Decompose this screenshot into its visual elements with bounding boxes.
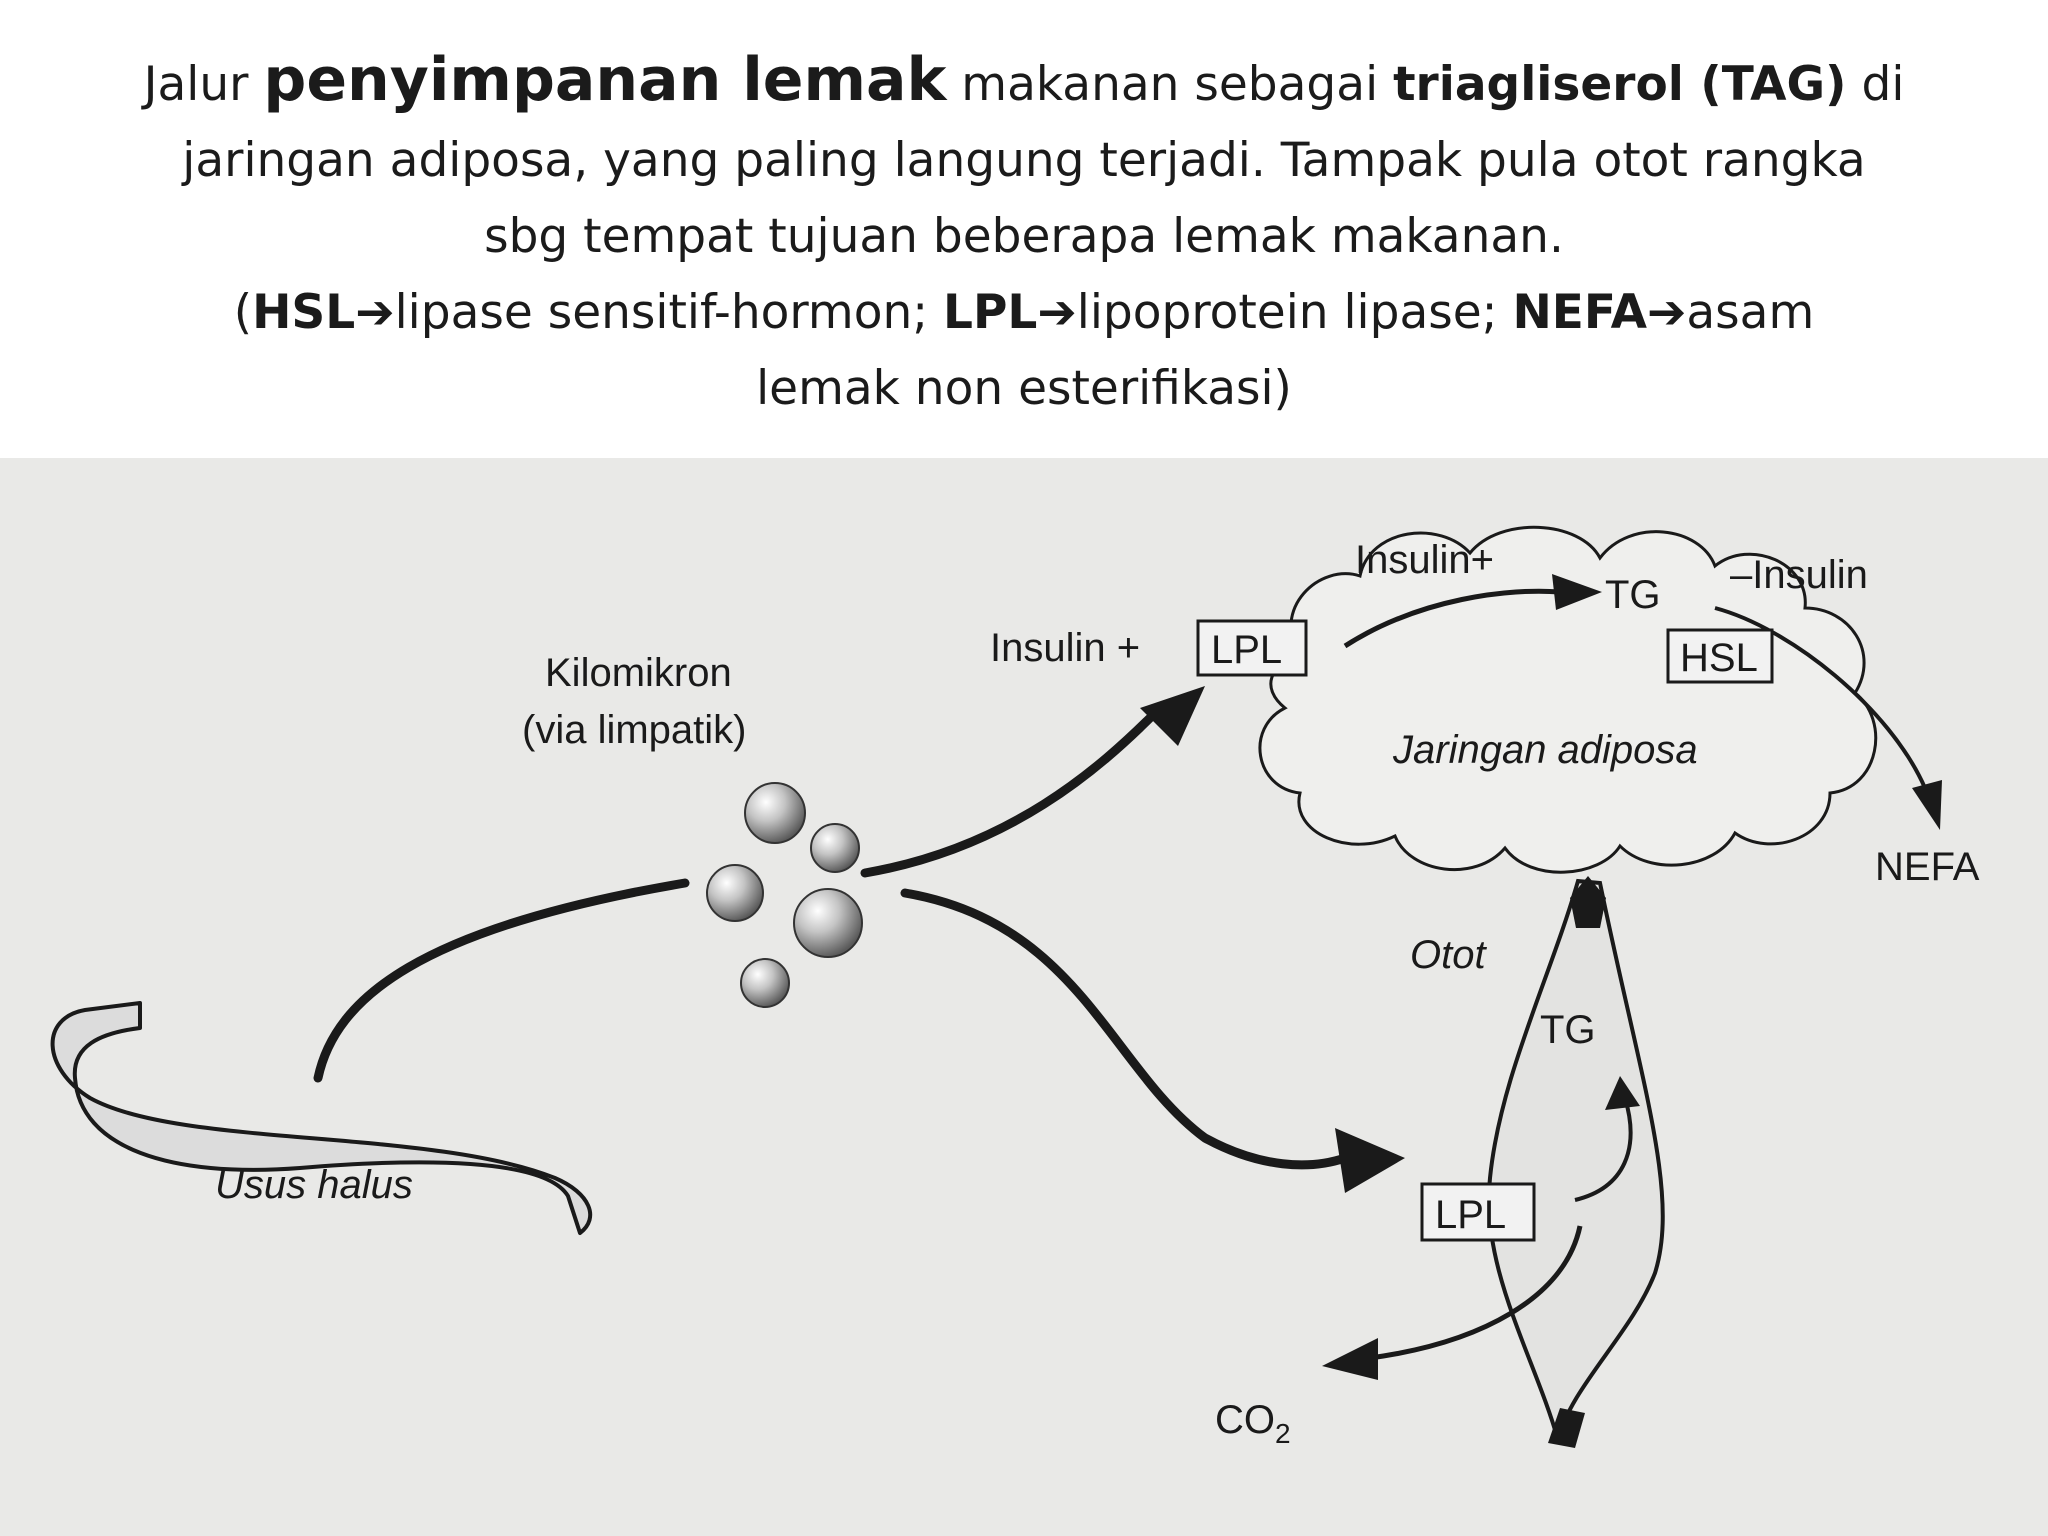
tg-to-nefa-arrowhead	[1912, 780, 1942, 830]
title-line-4: (HSL➔lipase sensitif-hormon; LPL➔lipopro…	[60, 275, 1988, 351]
insulin-plus-top-label: Insulin+	[1355, 538, 1494, 582]
hsl-label: HSL	[1680, 636, 1758, 680]
chylomicron-ball	[706, 864, 764, 922]
to-adipose-arrow-line	[860, 708, 1160, 878]
to-muscle-arrowhead	[1335, 1128, 1405, 1193]
adipose-tg-label: TG	[1605, 573, 1661, 617]
muscle-spindle	[1486, 878, 1665, 1441]
fat-storage-diagram: Insulin + LPL Insulin+ TG –Insulin HSL J…	[0, 458, 2048, 1536]
minus-insulin-label: –Insulin	[1730, 553, 1868, 597]
muscle-tg-label: TG	[1540, 1008, 1596, 1052]
title-line-3: sbg tempat tujuan beberapa lemak makanan…	[484, 209, 1564, 264]
abbr-nefa: NEFA	[1512, 285, 1647, 340]
title-text: lipase sensitif-hormon;	[394, 285, 944, 340]
chylomicron-ball	[744, 782, 806, 844]
chylomicron-ball	[810, 823, 860, 873]
title-line-2: jaringan adiposa, yang paling langung te…	[182, 133, 1866, 188]
co2-label: CO2	[1215, 1398, 1291, 1449]
co2-text: CO	[1215, 1398, 1275, 1442]
muscle-lpl-box	[1420, 1182, 1536, 1242]
hsl-box	[1666, 628, 1774, 684]
to-muscle-arrow-line	[900, 888, 1350, 1170]
arrow-icon: ➔	[1037, 285, 1077, 340]
adipose-lpl-box	[1196, 619, 1308, 677]
muscle-tendon-top	[1570, 876, 1606, 928]
intestine-shape	[50, 1001, 593, 1235]
insulin-plus-label: Insulin +	[990, 626, 1140, 670]
title-line-5: lemak non esterifikasi)	[756, 361, 1292, 416]
title-line-1: Jalur penyimpanan lemak makanan sebagai …	[60, 42, 1988, 123]
title-text: lipoprotein lipase;	[1076, 285, 1513, 340]
muscle-lpl-to-tg-line	[1574, 1097, 1633, 1202]
tg-to-nefa-line	[1714, 606, 1927, 789]
muscle-lpl-to-tg-arrowhead	[1605, 1076, 1640, 1110]
chylomicron-label: Kilomikron	[545, 651, 732, 695]
small-intestine-label: Usus halus	[215, 1163, 413, 1207]
to-adipose-arrowhead	[1140, 686, 1205, 746]
muscle-to-co2-line	[1369, 1225, 1583, 1361]
chylomicron-ball	[793, 888, 863, 958]
chylomicron-ball	[740, 958, 790, 1008]
title-text: makanan sebagai	[946, 57, 1394, 112]
intestine-to-chylomicron-arrow	[313, 878, 690, 1083]
muscle-to-co2-arrowhead	[1322, 1338, 1378, 1380]
title-text: di	[1846, 57, 1905, 112]
abbr-hsl: HSL	[252, 285, 356, 340]
co2-subscript: 2	[1275, 1418, 1291, 1449]
adipose-lpl-label: LPL	[1211, 628, 1282, 672]
title-text: (	[233, 285, 253, 340]
abbr-lpl: LPL	[943, 285, 1038, 340]
slide-title: Jalur penyimpanan lemak makanan sebagai …	[60, 42, 1988, 427]
muscle-tendon-bottom	[1548, 1408, 1585, 1448]
lpl-to-tg-arrowhead	[1552, 574, 1602, 610]
nefa-label: NEFA	[1875, 845, 1980, 889]
title-bold: triagliserol (TAG)	[1393, 57, 1847, 112]
arrow-icon: ➔	[355, 285, 395, 340]
arrow-icon: ➔	[1646, 285, 1687, 340]
muscle-label: Otot	[1410, 933, 1487, 977]
diagram-canvas: Insulin + LPL Insulin+ TG –Insulin HSL J…	[50, 525, 1980, 1449]
muscle-lpl-label: LPL	[1435, 1193, 1506, 1237]
title-text: Jalur	[143, 57, 264, 112]
title-text: asam	[1686, 285, 1815, 340]
lpl-to-tg-arrow-line	[1343, 588, 1561, 649]
via-lymphatic-label: (via limpatik)	[522, 708, 746, 752]
title-emphasis: penyimpanan lemak	[263, 45, 947, 115]
adipose-tissue-label: Jaringan adiposa	[1392, 728, 1698, 772]
